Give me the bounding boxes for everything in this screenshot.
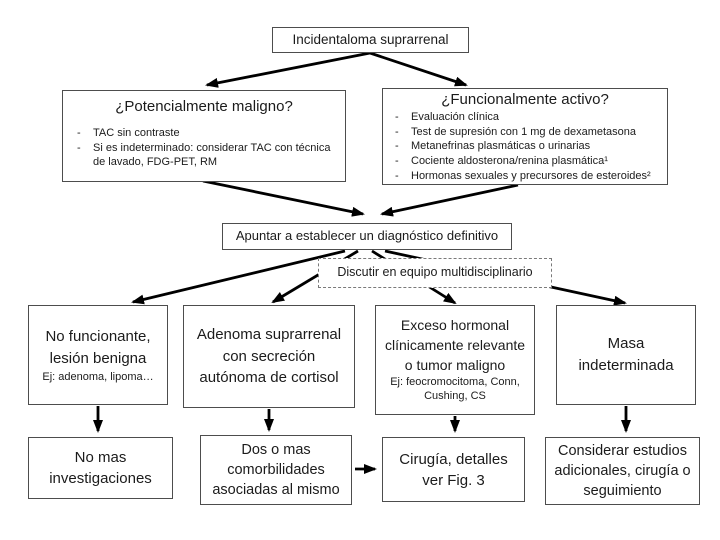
node-nonfunctioning-benign-example: Ej: adenoma, lipoma…	[42, 370, 154, 383]
node-comorbidities-label: Dos o mas comorbilidades asociadas al mi…	[212, 441, 340, 499]
node-hormonal-excess: Exceso hormonal clínicamente relevante o…	[375, 305, 535, 415]
node-functionally-active-title: ¿Funcionalmente activo?	[441, 91, 609, 108]
node-surgery-fig3-label: Cirugía, detalles ver Fig. 3	[399, 450, 508, 489]
node-potentially-malignant: ¿Potencialmente maligno? TAC sin contras…	[62, 90, 346, 182]
node-additional-studies: Considerar estudios adicionales, cirugía…	[545, 437, 700, 505]
bullet-text: TAC sin contraste	[93, 126, 180, 139]
node-surgery-fig3: Cirugía, detalles ver Fig. 3	[382, 437, 525, 502]
node-multidisciplinary-team-label: Discutir en equipo multidisciplinario	[337, 265, 533, 280]
node-comorbidities: Dos o mas comorbilidades asociadas al mi…	[200, 435, 352, 505]
bullet-text: Test de supresión con 1 mg de dexametaso…	[411, 125, 637, 138]
arrow-malignancy-to-diagnosis	[202, 179, 365, 217]
node-definitive-diagnosis-label: Apuntar a establecer un diagnóstico defi…	[235, 228, 499, 244]
bullet-item: Hormonas sexuales y precursores de ester…	[387, 169, 663, 184]
node-incidentaloma-label: Incidentaloma suprarrenal	[292, 31, 449, 47]
node-nonfunctioning-benign-label: No funcionante, lesión benigna	[45, 328, 151, 367]
node-definitive-diagnosis: Apuntar a establecer un diagnóstico defi…	[222, 223, 512, 250]
node-hormonal-excess-label: Exceso hormonal clínicamente relevante o…	[384, 317, 526, 373]
bullet-text: Hormonas sexuales y precursores de ester…	[411, 170, 651, 183]
malignancy-bullet-list: TAC sin contraste Si es indeterminado: c…	[69, 126, 339, 171]
arrow-root-to-functional	[369, 51, 468, 87]
bullet-item: TAC sin contraste	[69, 126, 339, 141]
bullet-text: Cociente aldosterona/renina plasmática¹	[411, 155, 608, 168]
node-additional-studies-label: Considerar estudios adicionales, cirugía…	[554, 442, 691, 500]
node-no-more-investigations: No mas investigaciones	[28, 437, 173, 499]
bullet-item: Cociente aldosterona/renina plasmática¹	[387, 154, 663, 169]
node-functionally-active: ¿Funcionalmente activo? Evaluación clíni…	[382, 88, 668, 185]
node-potentially-malignant-title: ¿Potencialmente maligno?	[115, 98, 293, 115]
node-adenoma-cortisol-label: Adenoma suprarrenal con secreción autóno…	[196, 325, 342, 387]
node-no-more-investigations-label: No mas investigaciones	[49, 449, 152, 487]
node-adenoma-cortisol: Adenoma suprarrenal con secreción autóno…	[183, 305, 355, 408]
bullet-text: Si es indeterminado: considerar TAC con …	[93, 141, 331, 169]
bullet-item: Si es indeterminado: considerar TAC con …	[69, 141, 339, 171]
bullet-item: Metanefrinas plasmáticas o urinarias	[387, 139, 663, 154]
node-indeterminate-mass: Masa indeterminada	[556, 305, 696, 405]
bullet-item: Evaluación clínica	[387, 110, 663, 125]
bullet-item: Test de supresión con 1 mg de dexametaso…	[387, 125, 663, 140]
node-multidisciplinary-team: Discutir en equipo multidisciplinario	[318, 258, 552, 288]
node-nonfunctioning-benign: No funcionante, lesión benigna Ej: adeno…	[28, 305, 168, 405]
node-indeterminate-mass-label: Masa indeterminada	[578, 335, 674, 374]
functional-bullet-list: Evaluación clínica Test de supresión con…	[387, 110, 663, 184]
node-hormonal-excess-example: Ej: feocromocitoma, Conn, Cushing, CS	[390, 376, 520, 403]
arrow-root-to-malignancy	[205, 51, 371, 88]
arrow-functional-to-diagnosis	[380, 183, 519, 217]
arrow-diagnosis-to-nonfunctioning	[131, 249, 346, 305]
node-incidentaloma: Incidentaloma suprarrenal	[272, 27, 469, 53]
bullet-text: Evaluación clínica	[411, 110, 500, 123]
bullet-text: Metanefrinas plasmáticas o urinarias	[411, 140, 591, 153]
